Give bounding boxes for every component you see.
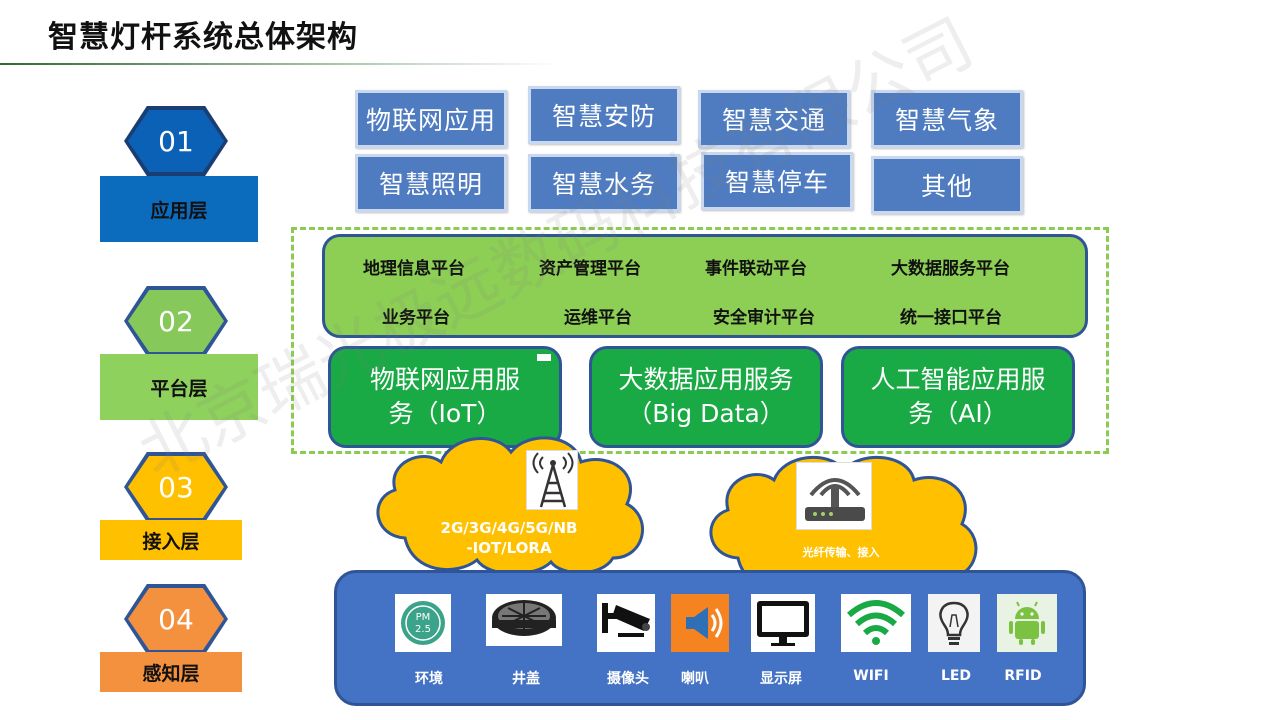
layer-number: 02: [158, 304, 194, 338]
layer-band: 应用层: [100, 176, 258, 242]
device-label: 显示屏: [760, 671, 802, 687]
platform-item: 统一接口平台: [900, 308, 1002, 328]
layer-number: 04: [158, 602, 194, 636]
layer-number-hex: 04: [124, 584, 228, 654]
layer-sensing: 04 感知层: [100, 584, 258, 692]
svg-text:PM: PM: [416, 612, 431, 623]
app-tile[interactable]: 智慧停车: [701, 152, 853, 210]
app-tile[interactable]: 智慧安防: [528, 86, 680, 144]
display-icon[interactable]: [751, 594, 815, 652]
app-tile[interactable]: 智慧照明: [355, 154, 507, 212]
service-box-bigdata[interactable]: 大数据应用服务 （Big Data）: [589, 346, 823, 448]
service-line2: （Big Data）: [627, 399, 785, 428]
device-label: WIFI: [853, 668, 889, 684]
cell-tower-icon: [526, 450, 578, 510]
layer-application: 01 应用层: [100, 106, 258, 242]
layer-band: 平台层: [100, 354, 258, 420]
layer-number: 01: [158, 124, 194, 158]
title-underline: [0, 63, 560, 65]
device-label: 摄像头: [607, 671, 649, 687]
device-label: 井盖: [512, 671, 540, 687]
device-label: RFID: [1004, 668, 1042, 684]
manhole-cover-icon[interactable]: [486, 594, 562, 646]
device-label: 环境: [415, 671, 443, 687]
app-tile[interactable]: 智慧水务: [528, 154, 680, 212]
service-line1: 人工智能应用服: [870, 365, 1046, 394]
platform-item: 地理信息平台: [363, 259, 465, 279]
fiber-label: 光纤传输、接入: [802, 546, 880, 559]
device-label: 喇叭: [681, 671, 709, 687]
layer-band: 感知层: [100, 652, 242, 692]
page-title: 智慧灯杆系统总体架构: [48, 20, 358, 55]
layer-label: 感知层: [142, 662, 200, 685]
wifi-icon[interactable]: [841, 594, 911, 652]
layer-label: 接入层: [142, 530, 200, 553]
svg-text:2.5: 2.5: [415, 624, 431, 635]
app-tile[interactable]: 物联网应用: [355, 90, 507, 148]
platform-item: 资产管理平台: [539, 259, 641, 279]
platform-item: 运维平台: [564, 308, 632, 328]
service-line1: 物联网应用服: [369, 365, 520, 394]
platform-item: 业务平台: [382, 308, 450, 328]
platform-dashed-frame: [291, 227, 1109, 454]
layer-number-hex: 02: [124, 286, 228, 356]
app-tile[interactable]: 智慧交通: [698, 90, 850, 148]
layer-band: 接入层: [100, 520, 242, 560]
wireless-line2: -IOT/LORA: [466, 539, 552, 557]
device-label: LED: [940, 668, 972, 684]
service-box-iot[interactable]: 物联网应用服 务（IoT）: [328, 346, 562, 448]
layer-number-hex: 01: [124, 106, 228, 176]
app-tile[interactable]: 其他: [871, 156, 1023, 214]
speaker-icon[interactable]: [671, 594, 729, 652]
wireless-line1: 2G/3G/4G/5G/NB: [440, 519, 578, 537]
layer-label: 应用层: [150, 199, 208, 222]
android-icon[interactable]: [997, 594, 1057, 652]
lightbulb-icon[interactable]: [928, 594, 980, 652]
camera-icon[interactable]: [597, 594, 655, 652]
service-line2: 务（AI）: [908, 399, 1008, 428]
layer-number-hex: 03: [124, 452, 228, 522]
layer-access: 03 接入层: [100, 452, 258, 560]
platform-item: 大数据服务平台: [891, 259, 1010, 279]
layer-number: 03: [158, 470, 194, 504]
platform-item: 事件联动平台: [705, 259, 807, 279]
wireless-label: 2G/3G/4G/5G/NB -IOT/LORA: [414, 518, 604, 558]
service-line2: 务（IoT）: [388, 399, 502, 428]
router-icon: [796, 462, 872, 530]
platform-item: 安全审计平台: [713, 308, 815, 328]
layer-label: 平台层: [150, 377, 208, 400]
corner-marker: [537, 354, 551, 361]
platform-panel: 地理信息平台 资产管理平台 事件联动平台 大数据服务平台 业务平台 运维平台 安…: [322, 234, 1088, 338]
service-line1: 大数据应用服务: [618, 365, 794, 394]
layer-platform: 02 平台层: [100, 286, 258, 420]
app-tile[interactable]: 智慧气象: [871, 90, 1023, 148]
service-box-ai[interactable]: 人工智能应用服 务（AI）: [841, 346, 1075, 448]
